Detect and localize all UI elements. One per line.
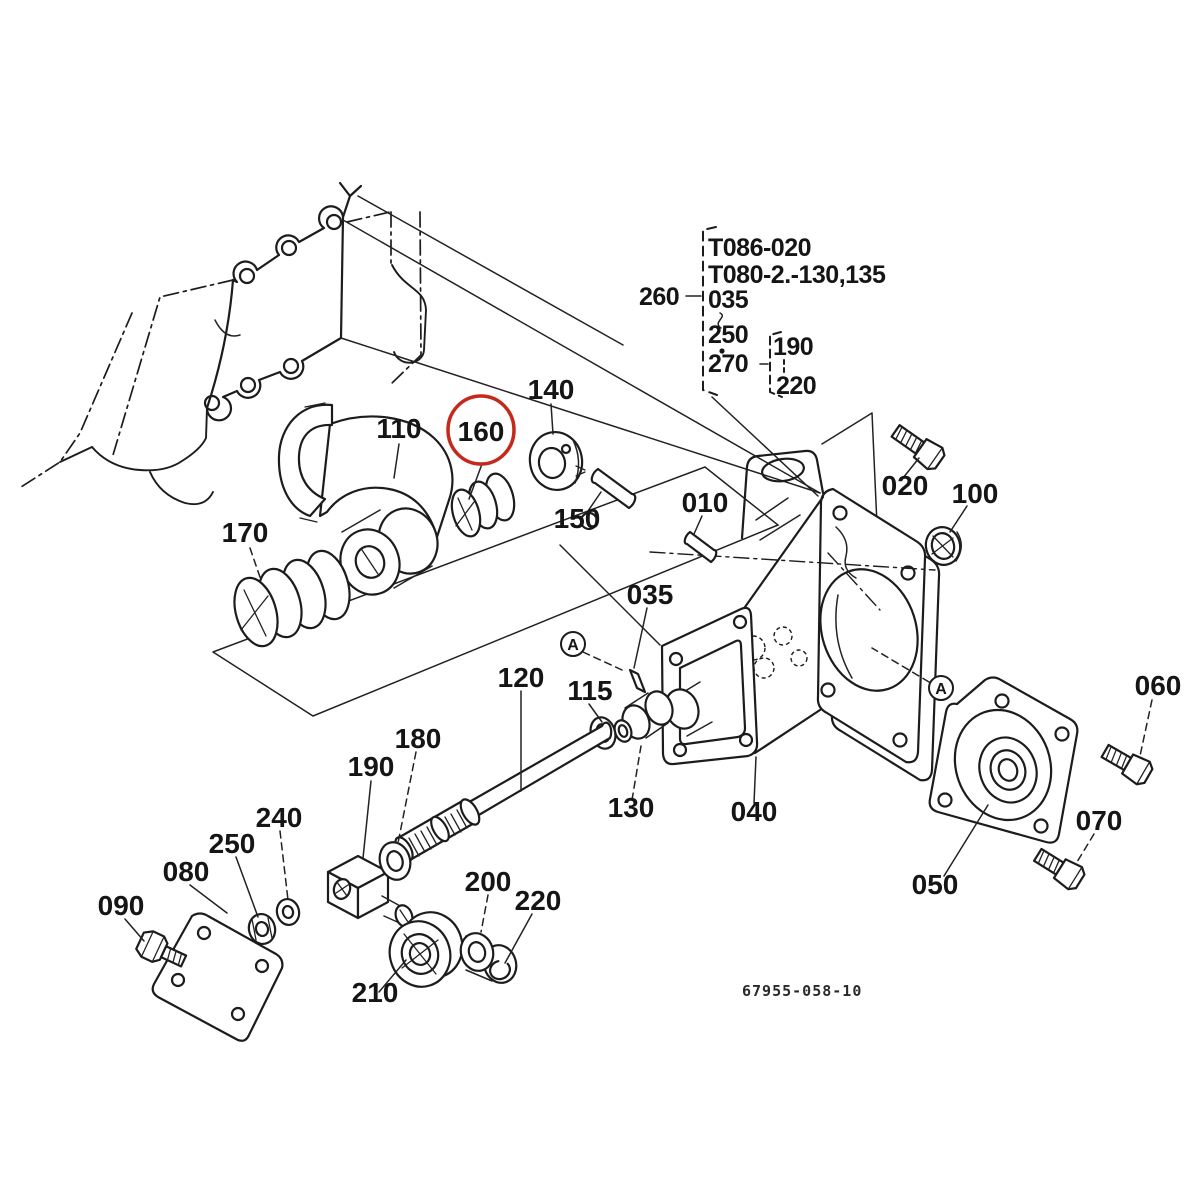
- part-label-010: 010: [682, 487, 729, 518]
- ref-squiggle: [717, 312, 724, 329]
- ref-subgroup-bracket: [769, 331, 783, 398]
- ref-item-1: 035: [708, 286, 749, 314]
- part-160-spring: [450, 472, 516, 538]
- ref-sub-item-2: 220: [776, 372, 816, 400]
- transmission-case-phantom: [17, 181, 427, 506]
- reference-block: 260 T086-020 T080-2.-130,135 035 250 270…: [639, 226, 886, 400]
- part-110-shift-fork: [277, 402, 454, 596]
- thread-hatching: [408, 809, 468, 857]
- part-180-washer: [378, 841, 412, 881]
- part-080-cover-plate: [151, 912, 284, 1042]
- view-marker-a-right: A: [928, 675, 954, 701]
- part-070-bolt: [1032, 847, 1086, 891]
- detent-ball: [579, 511, 599, 531]
- view-marker-letter: A: [567, 637, 579, 654]
- part-label-035: 035: [627, 579, 674, 610]
- part-label-050: 050: [912, 869, 959, 900]
- highlight-circle-160: [446, 394, 516, 466]
- part-240-washer: [275, 898, 301, 926]
- part-label-100: 100: [952, 478, 999, 509]
- part-label-190: 190: [348, 751, 395, 782]
- fork-boss: [339, 507, 439, 596]
- part-label-040: 040: [731, 796, 778, 827]
- part-020-bolt: [890, 424, 946, 471]
- part-label-150: 150: [554, 503, 601, 534]
- part-010-pin: [683, 530, 718, 564]
- part-250-nut: [247, 913, 277, 945]
- part-label-250: 250: [209, 828, 256, 859]
- part-090-bolt: [135, 930, 188, 968]
- part-label-220: 220: [515, 885, 562, 916]
- part-210-bearing: [388, 911, 464, 988]
- part-100-cap: [924, 526, 962, 566]
- part-130-collar: [613, 690, 674, 743]
- part-170-spring: [233, 549, 351, 648]
- part-label-110: 110: [376, 413, 421, 444]
- view-marker-a-left: A: [560, 631, 586, 657]
- ref-item-2: 250: [708, 321, 748, 349]
- part-label-020: 020: [882, 470, 929, 501]
- drawing-number: 67955-058-10: [742, 982, 862, 1000]
- part-label-180: 180: [395, 723, 442, 754]
- part-040-shift-case: [649, 449, 941, 782]
- part-label-070: 070: [1076, 805, 1123, 836]
- ref-dot: [719, 348, 725, 354]
- part-035-pin: [628, 668, 647, 694]
- part-200-bushing: [459, 932, 518, 984]
- part-140-collar: [528, 430, 586, 492]
- case-top-tab: [338, 181, 363, 219]
- part-050-bearing-plate: [928, 676, 1079, 844]
- part-label-210: 210: [352, 977, 399, 1008]
- ref-model-1: T086-020: [708, 234, 811, 262]
- view-marker-letter: A: [935, 681, 947, 698]
- case-gasket-face: [203, 205, 345, 422]
- ref-group-bracket: [702, 226, 718, 396]
- part-150-pin: [590, 467, 637, 510]
- part-label-130: 130: [608, 792, 655, 823]
- ref-group-label: 260: [639, 283, 679, 311]
- part-label-200: 200: [465, 866, 512, 897]
- ref-subgroup-label: 270: [708, 350, 748, 378]
- part-label-080: 080: [163, 856, 210, 887]
- part-label-060: 060: [1135, 670, 1182, 701]
- part-label-120: 120: [498, 662, 545, 693]
- part-label-140: 140: [528, 374, 575, 405]
- part-220-snap-ring: [489, 959, 511, 981]
- part-label-170: 170: [222, 517, 269, 548]
- part-label-090: 090: [98, 890, 145, 921]
- part-060-bolt: [1100, 743, 1154, 786]
- part-label-240: 240: [256, 802, 303, 833]
- part-label-115: 115: [567, 675, 612, 706]
- top-boss: [740, 449, 825, 540]
- part-label-160-highlighted: 160: [458, 416, 505, 447]
- leader-lines: [124, 403, 1153, 993]
- ref-sub-item-1: 190: [773, 333, 813, 361]
- part-labels: 010 020 035 040 050 060 070 080 090 100 …: [98, 374, 1182, 1008]
- part-190-holder-block: [326, 854, 414, 928]
- ref-model-2: T080-2.-130,135: [708, 261, 886, 289]
